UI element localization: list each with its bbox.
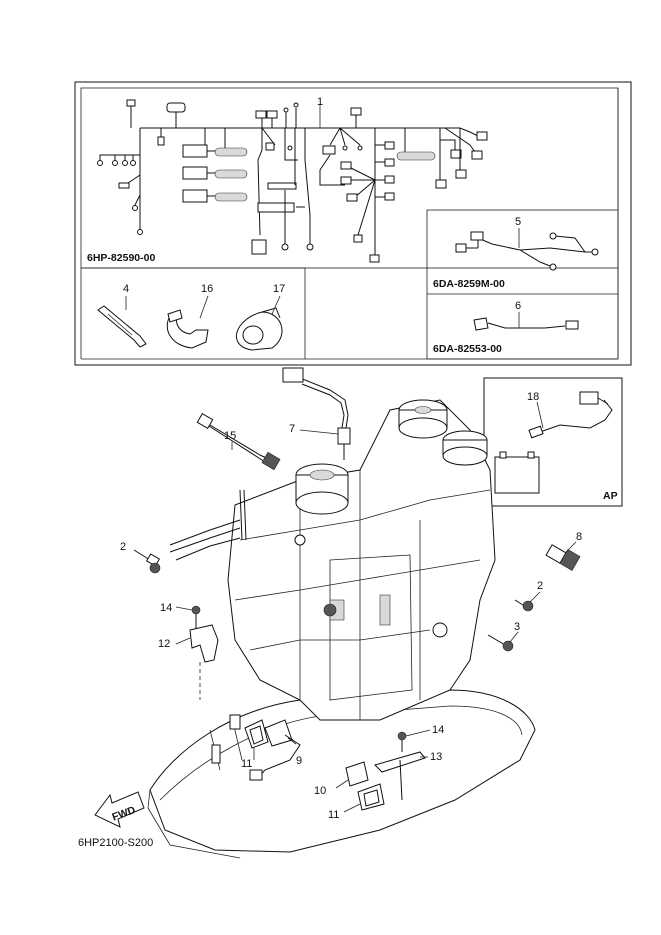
kit-b-code: 6DA-82553-00 <box>433 343 502 355</box>
callout-18: 18 <box>527 391 539 403</box>
callout-6: 6 <box>515 300 521 312</box>
cable-tie <box>97 305 147 348</box>
parts-frame <box>74 81 632 366</box>
wire-harness-assembly <box>97 99 488 263</box>
bolt-2-right <box>514 599 534 612</box>
engine-illustration <box>147 399 536 859</box>
callout-4: 4 <box>123 283 129 295</box>
diagram-code: 6HP2100-S200 <box>78 837 153 849</box>
callout-13: 13 <box>430 751 442 763</box>
callout-14-right: 14 <box>432 724 444 736</box>
bolt-14-right <box>397 731 407 752</box>
fwd-arrow-icon <box>94 791 145 828</box>
callout-2-left: 2 <box>120 541 126 553</box>
callout-1: 1 <box>317 96 323 108</box>
kit-subframe <box>426 209 619 360</box>
bolt-2-left <box>133 549 161 574</box>
leader-lines <box>125 228 577 813</box>
sensor-cable-kit <box>455 231 599 271</box>
sensor-8 <box>545 544 581 571</box>
bracket-12 <box>189 624 219 700</box>
switch-9 <box>249 719 301 781</box>
callout-11-right: 11 <box>328 809 339 821</box>
callout-17: 17 <box>273 283 285 295</box>
grommet-11-right <box>357 783 385 811</box>
callout-7: 7 <box>289 423 295 435</box>
grommet-10 <box>345 761 369 787</box>
callout-labels: 1 2 2 3 4 5 6 7 8 9 10 11 11 12 13 14 14… <box>120 96 582 821</box>
callout-3: 3 <box>514 621 520 633</box>
callout-15: 15 <box>224 430 236 442</box>
callout-5: 5 <box>515 216 521 228</box>
ap-inset <box>483 377 623 507</box>
harness-code: 6HP-82590-00 <box>87 252 155 264</box>
callout-9: 9 <box>296 755 302 767</box>
bolt-14-left <box>191 605 201 630</box>
connector-icon <box>579 391 599 405</box>
callout-8: 8 <box>576 531 582 543</box>
callout-14-left: 14 <box>160 602 172 614</box>
grommet-11-left <box>244 719 269 749</box>
callout-11-left: 11 <box>241 758 252 770</box>
harness-clip-16 <box>166 309 209 349</box>
ap-label: AP <box>603 490 618 502</box>
sensor-7 <box>282 367 351 460</box>
callout-10: 10 <box>314 785 326 797</box>
bolt-3 <box>487 634 514 652</box>
harness-clip-17 <box>236 307 283 351</box>
kit-a-code: 6DA-8259M-00 <box>433 278 505 290</box>
battery-icon <box>494 456 540 494</box>
bracket-13 <box>374 751 426 801</box>
callout-2-right: 2 <box>537 580 543 592</box>
cable-15 <box>196 412 281 471</box>
callout-12: 12 <box>158 638 170 650</box>
callout-16: 16 <box>201 283 213 295</box>
sensor-lead-kit <box>473 317 579 331</box>
